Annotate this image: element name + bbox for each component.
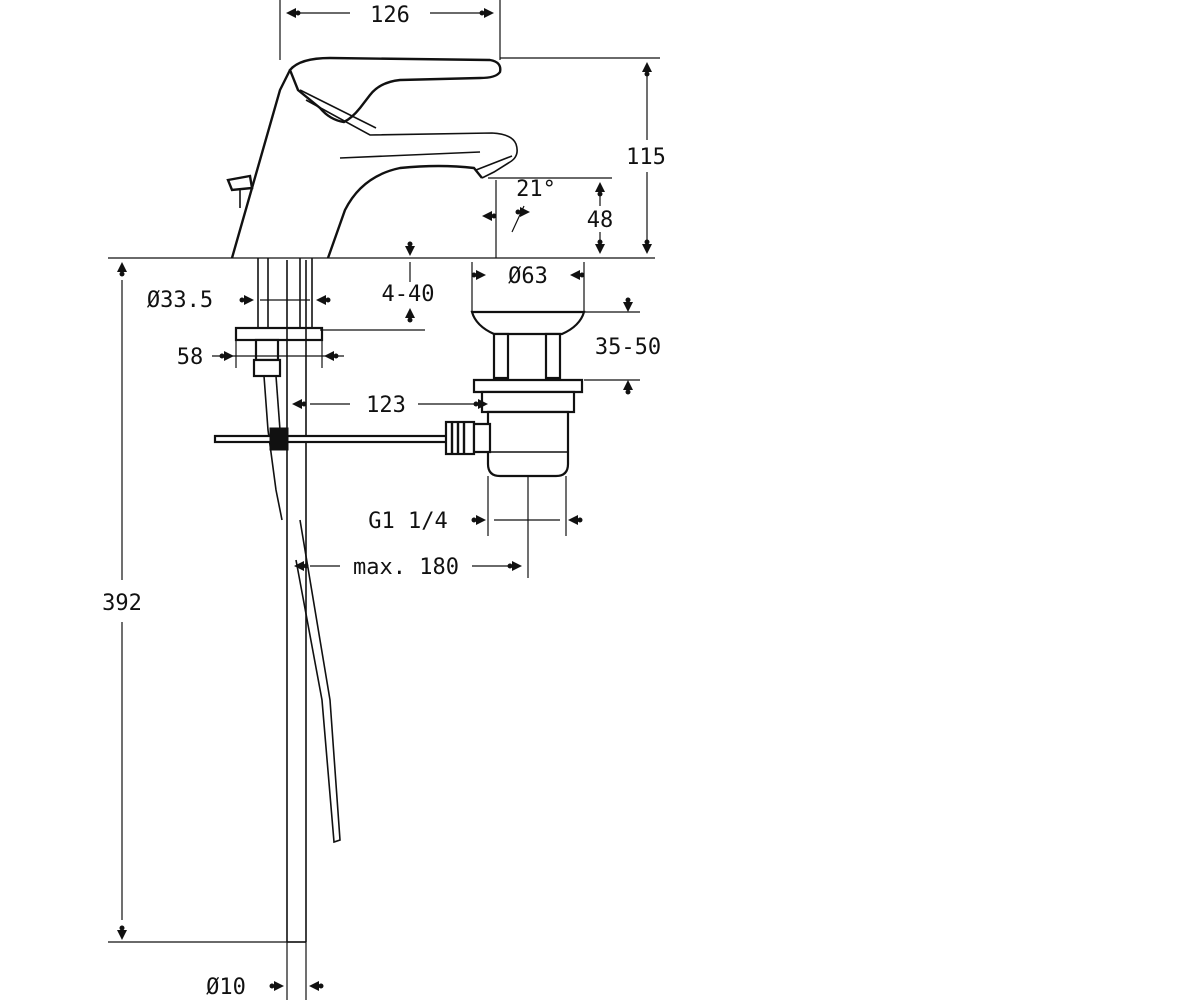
dim-max-rod-distance: max. 180 [294, 476, 529, 580]
dim-rod-diameter: Ø10 [206, 942, 324, 1000]
label-rod-diameter: Ø10 [206, 975, 246, 1000]
label-spout-clearance: 48 [587, 208, 614, 233]
dim-tap-height: 115 [500, 57, 674, 254]
label-fixing-nut: 58 [177, 345, 204, 370]
pop-up-rod [286, 260, 341, 943]
shank-assembly [234, 258, 324, 521]
label-total-height: 392 [102, 591, 142, 616]
dim-shank-diameter: Ø33.5 [147, 288, 331, 313]
dim-waste-diameter: Ø63 [471, 262, 585, 312]
label-max-rod-distance: max. 180 [353, 555, 459, 580]
label-waste-height: 35-50 [595, 335, 661, 360]
dim-spout-reach: 126 [279, 0, 501, 60]
label-deck-thickness: 4-40 [382, 282, 435, 307]
dim-pop-up-distance: 123 [292, 393, 488, 418]
dim-fixing-nut: 58 [177, 340, 344, 370]
pop-up-waste [470, 310, 586, 478]
dim-waste-height: 35-50 [584, 297, 661, 395]
dim-total-height: 392 [102, 262, 306, 943]
label-spout-reach: 126 [370, 3, 410, 28]
dim-spout-angle: 21° [482, 177, 556, 258]
label-tap-height: 115 [626, 145, 666, 170]
label-shank-diameter: Ø33.5 [147, 288, 213, 313]
label-waste-diameter: Ø63 [508, 264, 548, 289]
dim-spout-clearance: 48 [488, 177, 618, 254]
label-waste-thread: G1 1/4 [368, 509, 447, 534]
dim-deck-thickness: 4-40 [320, 241, 435, 331]
mixer-tap [226, 56, 518, 259]
linkage-rod [213, 420, 476, 456]
label-spout-angle: 21° [516, 177, 556, 202]
dim-waste-thread: G1 1/4 [368, 476, 583, 536]
label-pop-up-distance: 123 [366, 393, 406, 418]
